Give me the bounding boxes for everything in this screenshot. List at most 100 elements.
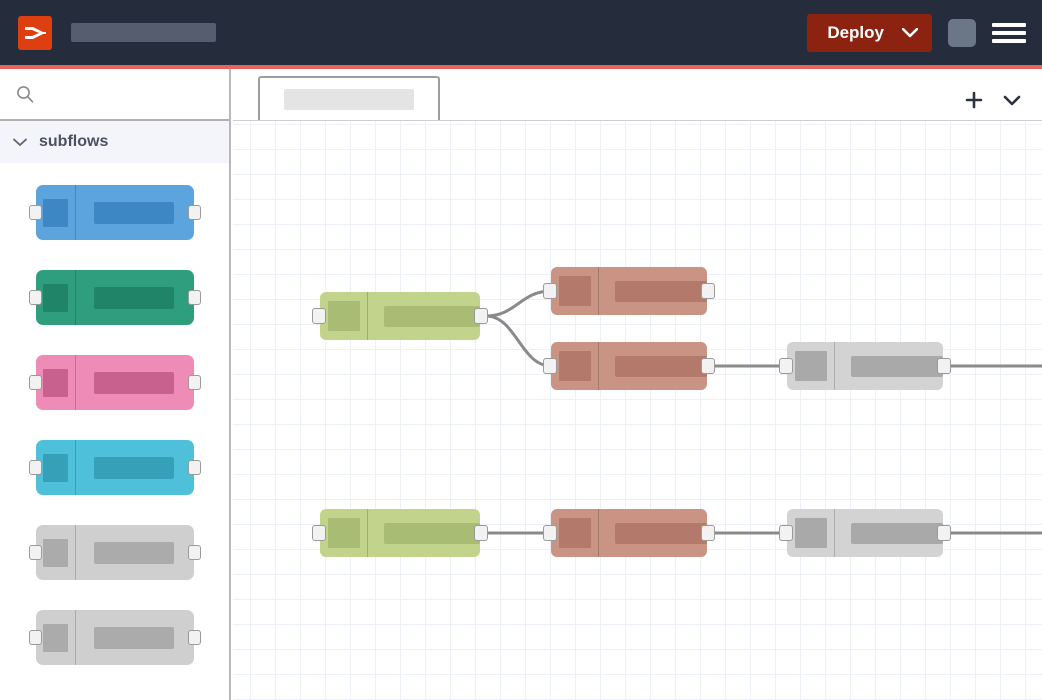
flow-node-salmon-2[interactable] bbox=[543, 342, 715, 390]
plus-icon[interactable] bbox=[964, 90, 984, 110]
node-icon-cell bbox=[551, 267, 599, 315]
node-icon-cell bbox=[551, 509, 599, 557]
flow-tab-active[interactable] bbox=[258, 76, 440, 120]
node-output-port[interactable] bbox=[187, 460, 201, 475]
palette-sidebar: subflows bbox=[0, 69, 231, 700]
hamburger-menu-icon[interactable] bbox=[992, 20, 1026, 46]
palette-node-1[interactable] bbox=[28, 185, 201, 240]
node-label-redacted bbox=[93, 286, 174, 309]
node-input-port[interactable] bbox=[543, 525, 557, 541]
node-label-redacted bbox=[93, 456, 174, 479]
node-label-redacted bbox=[615, 280, 707, 302]
flow-node-green-1[interactable] bbox=[312, 292, 488, 340]
node-icon-cell bbox=[320, 292, 368, 340]
node-label-redacted bbox=[93, 371, 174, 394]
node-icon-cell bbox=[320, 509, 368, 557]
node-output-port[interactable] bbox=[187, 375, 201, 390]
node-icon-cell bbox=[36, 270, 76, 325]
node-output-port[interactable] bbox=[701, 525, 715, 541]
palette-node-3[interactable] bbox=[28, 355, 201, 410]
node-type-icon bbox=[42, 368, 68, 397]
node-input-port[interactable] bbox=[779, 358, 793, 374]
chevron-down-icon bbox=[13, 138, 27, 147]
flow-grid[interactable] bbox=[233, 120, 1042, 700]
node-output-port[interactable] bbox=[937, 358, 951, 374]
flow-node-salmon-3[interactable] bbox=[543, 509, 715, 557]
palette-node-5[interactable] bbox=[28, 525, 201, 580]
node-output-port[interactable] bbox=[187, 290, 201, 305]
flow-tab-label-redacted bbox=[284, 88, 414, 110]
palette-search-row bbox=[0, 69, 229, 121]
node-label-redacted bbox=[615, 355, 707, 377]
chevron-down-icon[interactable] bbox=[1002, 94, 1022, 107]
node-type-icon bbox=[794, 518, 827, 548]
wire-layer bbox=[485, 289, 1042, 535]
node-label-redacted bbox=[384, 522, 480, 544]
node-input-port[interactable] bbox=[543, 358, 557, 374]
node-label-redacted bbox=[851, 355, 943, 377]
node-icon-cell bbox=[787, 342, 835, 390]
palette-search-input[interactable] bbox=[44, 86, 214, 102]
node-type-icon bbox=[558, 276, 591, 306]
node-output-port[interactable] bbox=[701, 283, 715, 299]
node-output-port[interactable] bbox=[937, 525, 951, 541]
deploy-button[interactable]: Deploy bbox=[807, 13, 932, 52]
app-header: Deploy bbox=[0, 0, 1042, 65]
flow-title-redacted bbox=[71, 23, 216, 42]
node-label-redacted bbox=[93, 201, 174, 224]
deploy-button-label: Deploy bbox=[827, 22, 884, 42]
node-output-port[interactable] bbox=[187, 630, 201, 645]
palette-node-list bbox=[0, 163, 229, 665]
node-output-port[interactable] bbox=[187, 205, 201, 220]
node-icon-cell bbox=[36, 610, 76, 665]
flow-tab-bar bbox=[233, 69, 1042, 120]
node-type-icon bbox=[558, 518, 591, 548]
node-icon-cell bbox=[36, 355, 76, 410]
palette-node-4[interactable] bbox=[28, 440, 201, 495]
node-input-port[interactable] bbox=[543, 283, 557, 299]
node-input-port[interactable] bbox=[28, 460, 42, 475]
node-output-port[interactable] bbox=[474, 525, 488, 541]
flow-node-gray-2[interactable] bbox=[779, 509, 951, 557]
node-output-port[interactable] bbox=[474, 308, 488, 324]
palette-category-label: subflows bbox=[39, 133, 109, 150]
node-label-redacted bbox=[615, 522, 707, 544]
node-icon-cell bbox=[551, 342, 599, 390]
chevron-down-icon[interactable] bbox=[902, 27, 918, 38]
node-output-port[interactable] bbox=[187, 545, 201, 560]
header-actions: Deploy bbox=[807, 13, 1026, 52]
node-icon-cell bbox=[36, 185, 76, 240]
node-label-redacted bbox=[384, 305, 480, 327]
header-accent-stripe bbox=[0, 65, 1042, 69]
flow-node-gray-1[interactable] bbox=[779, 342, 951, 390]
node-red-logo-icon[interactable] bbox=[18, 15, 52, 50]
node-input-port[interactable] bbox=[28, 630, 42, 645]
node-type-icon bbox=[327, 518, 360, 548]
node-input-port[interactable] bbox=[28, 545, 42, 560]
node-input-port[interactable] bbox=[312, 525, 326, 541]
node-type-icon bbox=[794, 351, 827, 381]
node-input-port[interactable] bbox=[28, 205, 42, 220]
flow-node-green-2[interactable] bbox=[312, 509, 488, 557]
node-input-port[interactable] bbox=[312, 308, 326, 324]
palette-node-6[interactable] bbox=[28, 610, 201, 665]
flow-node-salmon-1[interactable] bbox=[543, 267, 715, 315]
wire-green1-to-salmon1[interactable] bbox=[485, 289, 552, 318]
node-output-port[interactable] bbox=[701, 358, 715, 374]
node-type-icon bbox=[42, 283, 68, 312]
tab-bar-actions bbox=[964, 90, 1022, 110]
node-input-port[interactable] bbox=[779, 525, 793, 541]
user-avatar-icon[interactable] bbox=[948, 18, 976, 47]
node-type-icon bbox=[42, 538, 68, 567]
node-type-icon bbox=[42, 623, 68, 652]
search-icon bbox=[16, 85, 34, 103]
node-type-icon bbox=[558, 351, 591, 381]
wire-green1-to-salmon2[interactable] bbox=[485, 314, 552, 368]
node-label-redacted bbox=[93, 541, 174, 564]
palette-node-2[interactable] bbox=[28, 270, 201, 325]
palette-category-subflows[interactable]: subflows bbox=[0, 121, 229, 163]
node-input-port[interactable] bbox=[28, 375, 42, 390]
node-type-icon bbox=[42, 453, 68, 482]
node-type-icon bbox=[327, 301, 360, 331]
node-input-port[interactable] bbox=[28, 290, 42, 305]
